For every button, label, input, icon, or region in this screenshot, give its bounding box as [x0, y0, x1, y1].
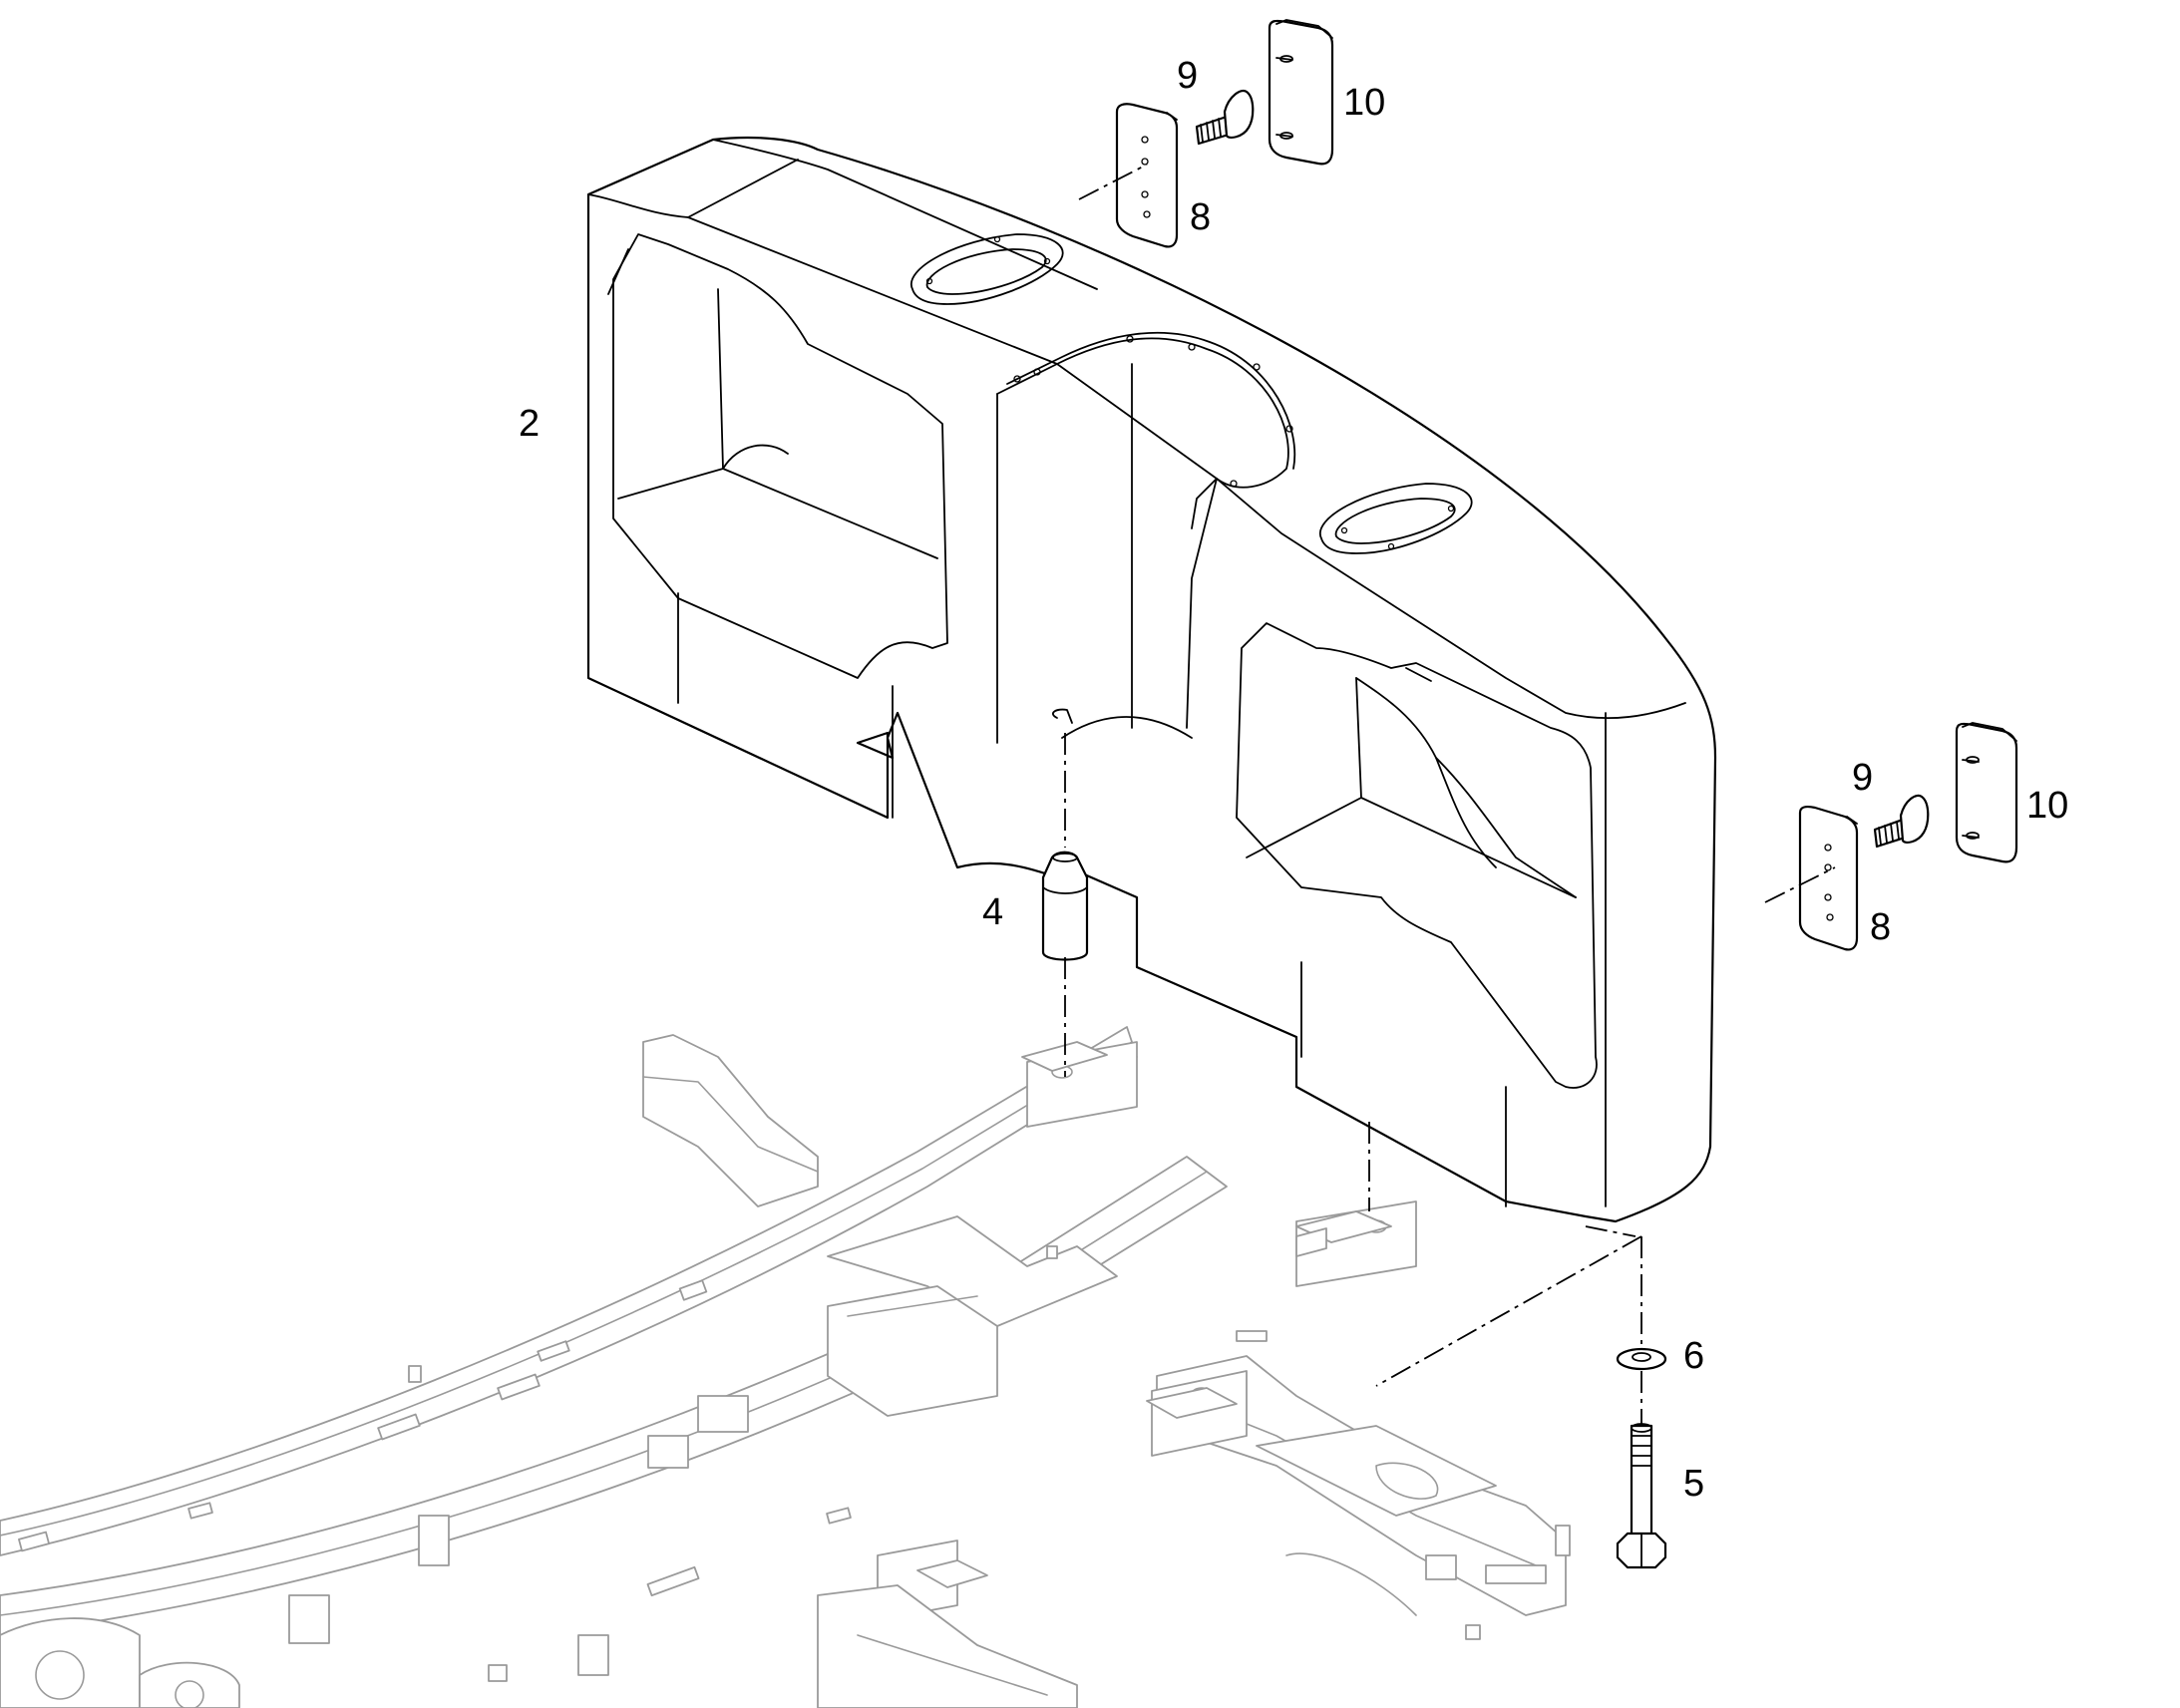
callout-9-top: 9 — [1177, 55, 1198, 97]
callout-8-right: 8 — [1870, 906, 1891, 948]
callout-9-right: 9 — [1852, 757, 1873, 799]
callout-8-top: 8 — [1190, 196, 1211, 238]
callout-5: 5 — [1683, 1463, 1704, 1505]
counterweight — [586, 136, 1717, 1223]
right-side-plate-set — [1798, 722, 2018, 951]
callout-6: 6 — [1683, 1335, 1704, 1377]
locating-pin — [1041, 851, 1089, 961]
callout-10-right: 10 — [2026, 785, 2068, 827]
callout-10-top: 10 — [1343, 82, 1385, 124]
bolt-and-washer — [1616, 1347, 1667, 1569]
callout-2: 2 — [519, 403, 540, 445]
assembly-centerlines — [1064, 164, 1836, 1426]
callout-4: 4 — [982, 891, 1003, 933]
top-side-plate-set — [1115, 19, 1334, 248]
uppercarriage-frame — [0, 1026, 1571, 1708]
